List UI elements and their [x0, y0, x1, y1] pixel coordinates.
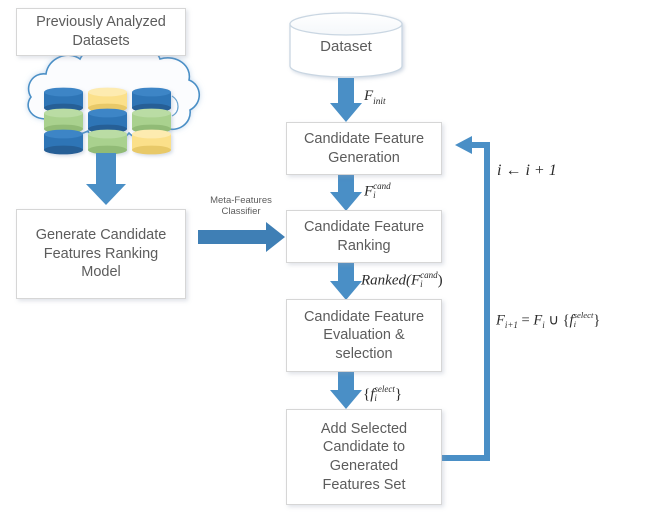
ranked-sup: cand: [420, 270, 438, 280]
f-cand-sup: cand: [373, 181, 391, 191]
ranked-base: F: [410, 272, 421, 289]
model-box-line2: Features Ranking: [43, 245, 159, 262]
f-init-base: F: [364, 88, 374, 104]
union-eq: =: [517, 312, 534, 329]
model-box-line3: Model: [81, 264, 121, 281]
previously-analyzed-datasets-box: Previously Analyzed Datasets: [16, 8, 186, 56]
arrow-dataset-to-generation: [330, 78, 362, 122]
cfr-line2: Ranking: [337, 237, 391, 254]
arrow-evaluation-to-add: [330, 372, 362, 409]
union-rhs2-sub: i: [573, 318, 576, 329]
f-cand-base: F: [364, 183, 374, 200]
cloud-cylinder-7: [44, 129, 83, 155]
arrow-cloud-to-model: [86, 153, 126, 205]
f-cand-sub: i: [373, 190, 376, 201]
union-rhs2-sup: select: [573, 310, 594, 320]
ranked-suffix: ): [437, 272, 443, 289]
cloud-cylinder-9: [132, 129, 171, 155]
add-selected-candidate-box: Add Selected Candidate to Generated Feat…: [286, 409, 442, 505]
cloud-cylinder-group: [44, 87, 171, 155]
asc-line2: Candidate to: [322, 439, 406, 456]
ranked-prefix: Ranked(: [361, 272, 411, 289]
candidate-feature-generation-box: Candidate Feature Generation: [286, 122, 442, 175]
asc-line1: Add Selected: [320, 420, 408, 437]
meta-features-line1: Meta-Features: [210, 195, 272, 206]
previously-analyzed-line2: Datasets: [72, 33, 130, 49]
cloud-cylinder-8: [88, 129, 127, 155]
cfe-line3: selection: [335, 345, 393, 362]
union-close: }: [593, 312, 601, 329]
dataset-cylinder: [289, 12, 403, 78]
union-rhs2-base: f: [569, 312, 574, 329]
union-lhs-base: F: [496, 312, 505, 329]
fselect-prefix: {: [363, 386, 371, 403]
loop-increment-label: i ← i + 1: [497, 163, 557, 179]
arrow-ranking-to-evaluation: [330, 263, 362, 300]
flow-label-f-init: Finit: [364, 88, 386, 107]
asc-line4: Features Set: [322, 476, 406, 493]
cfr-line1: Candidate Feature: [303, 218, 425, 235]
cfg-line1: Candidate Feature: [303, 130, 425, 147]
ranked-sub: i: [420, 279, 423, 290]
fselect-sup: select: [374, 384, 395, 394]
model-box-line1: Generate Candidate: [35, 227, 167, 244]
asc-line3: Generated: [329, 458, 399, 474]
cfg-line2: Generation: [328, 149, 400, 166]
dataset-cylinder-label: Dataset: [290, 38, 402, 56]
increment-text: i ← i + 1: [497, 162, 557, 179]
cfe-line1: Candidate Feature: [303, 308, 425, 325]
cloud-cylinder-3: [132, 87, 171, 113]
cloud-cylinder-6: [132, 108, 171, 134]
union-operator: ∪ {: [544, 312, 570, 329]
union-rhs1-sub: i: [542, 320, 545, 331]
previously-analyzed-line1: Previously Analyzed: [36, 14, 166, 31]
union-rhs1-base: F: [533, 312, 543, 329]
f-init-sub: init: [373, 97, 386, 107]
generate-ranking-model-box: Generate Candidate Features Ranking Mode…: [16, 209, 186, 299]
meta-features-line2: Classifier: [221, 206, 261, 218]
meta-features-classifier-label: Meta-Features Classifier: [196, 195, 286, 218]
dataset-label-text: Dataset: [320, 38, 372, 55]
arrow-model-to-ranking: [198, 222, 285, 252]
arrow-loop-back: [440, 136, 490, 461]
fselect-suffix: }: [394, 386, 403, 403]
cfe-line2: Evaluation &: [323, 327, 405, 344]
candidate-feature-evaluation-box: Candidate Feature Evaluation & selection: [286, 299, 442, 372]
arrow-generation-to-ranking: [330, 175, 362, 211]
union-lhs-sub: i+1: [504, 320, 518, 331]
cloud-cylinder-2: [88, 87, 127, 113]
fselect-sub: i: [374, 393, 377, 404]
fselect-base: f: [370, 386, 375, 403]
candidate-feature-ranking-box: Candidate Feature Ranking: [286, 210, 442, 263]
